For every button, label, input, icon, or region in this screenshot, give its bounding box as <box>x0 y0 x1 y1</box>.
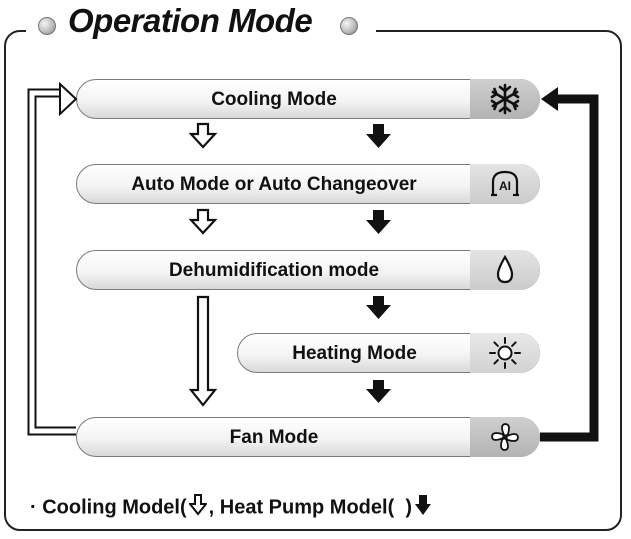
fan-mode-pill: Fan Mode <box>76 416 540 457</box>
left-loop-arrowhead <box>59 81 78 117</box>
fan-mode-label: Fan Mode <box>229 427 319 448</box>
legend-solid-arrow-icon <box>414 494 432 522</box>
heating-mode-label: Heating Mode <box>292 343 417 364</box>
snowflake-icon <box>490 83 520 114</box>
legend-heatpump-text: , Heat Pump Model( <box>208 496 395 519</box>
dehumidification-mode-pill: Dehumidification mode <box>76 249 540 290</box>
legend-bullet: · <box>30 496 37 519</box>
sun-icon <box>489 336 521 369</box>
cooling-mode-label: Cooling Mode <box>211 89 337 110</box>
water-drop-icon <box>496 254 514 283</box>
fan-icon-cap <box>470 416 540 457</box>
dehumidification-mode-label: Dehumidification mode <box>168 260 380 281</box>
title-left-bullet-icon <box>38 17 56 35</box>
title-right-bullet-icon <box>340 17 358 35</box>
right-return-loop <box>540 87 599 442</box>
auto-mode-label: Auto Mode or Auto Changeover <box>131 174 417 195</box>
heating-icon-cap <box>470 332 540 373</box>
fan-icon <box>491 422 519 451</box>
cooling-icon-cap <box>470 78 540 119</box>
page-title: Operation Mode <box>64 2 317 40</box>
solid-down-arrow-2 <box>366 210 391 234</box>
auto-ai-icon: AI <box>491 170 519 196</box>
legend-close-paren: ) <box>405 496 413 519</box>
legend: · Cooling Model( , Heat Pump Model( ) <box>30 494 434 522</box>
auto-icon-cap: AI <box>470 163 540 204</box>
hollow-long-down-arrow <box>188 295 218 407</box>
right-loop-arrowhead <box>541 87 558 111</box>
hollow-down-arrow-2 <box>188 208 218 235</box>
solid-down-arrow-1 <box>366 124 391 148</box>
solid-down-arrow-4 <box>366 380 391 403</box>
auto-mode-pill: Auto Mode or Auto Changeover AI <box>76 163 540 204</box>
dehumid-icon-cap <box>470 249 540 290</box>
heating-mode-pill: Heating Mode <box>237 332 540 373</box>
legend-hollow-arrow-icon <box>187 494 208 522</box>
left-return-loop <box>27 81 78 436</box>
cooling-mode-pill: Cooling Mode <box>76 78 540 119</box>
legend-cooling-text: Cooling Model( <box>42 496 187 519</box>
hollow-down-arrow-1 <box>188 122 218 149</box>
solid-down-arrow-3 <box>366 296 391 319</box>
svg-text:AI: AI <box>499 179 511 193</box>
